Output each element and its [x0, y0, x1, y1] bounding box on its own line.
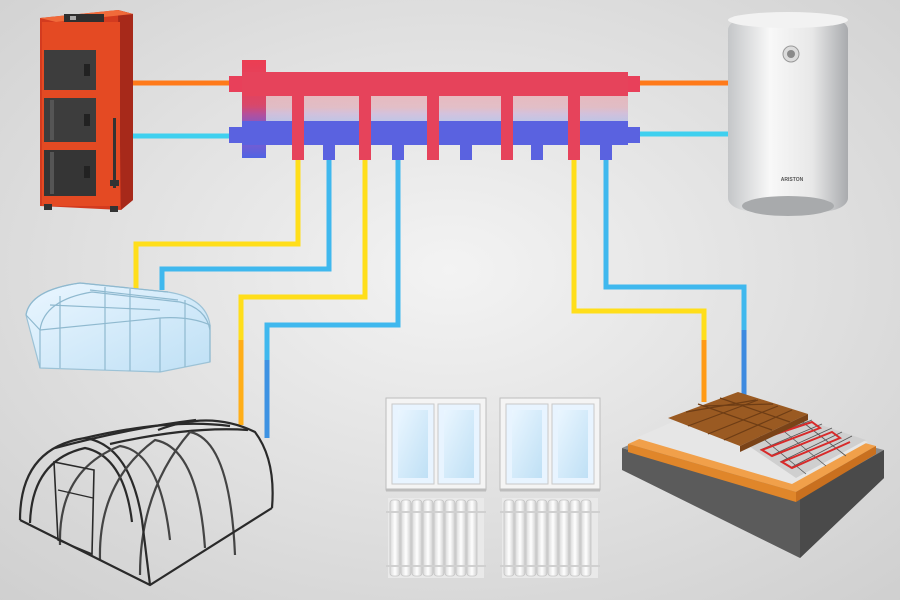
water-heater-icon: ARISTON	[728, 12, 848, 216]
small-greenhouse-return	[159, 160, 332, 290]
window-right	[499, 397, 601, 492]
boiler-icon	[40, 10, 133, 212]
heater-brand-label: ARISTON	[781, 177, 804, 183]
greenhouse-icon	[25, 282, 211, 373]
window-left	[385, 397, 487, 492]
radiator-right	[500, 498, 600, 578]
hydraulic-manifold-icon	[229, 60, 640, 160]
small-greenhouse-supply	[133, 160, 301, 290]
greenhouse-frame-icon	[18, 418, 274, 587]
pipes	[133, 80, 747, 438]
underfloor-heating-icon	[622, 392, 884, 558]
radiator-left	[386, 498, 486, 578]
